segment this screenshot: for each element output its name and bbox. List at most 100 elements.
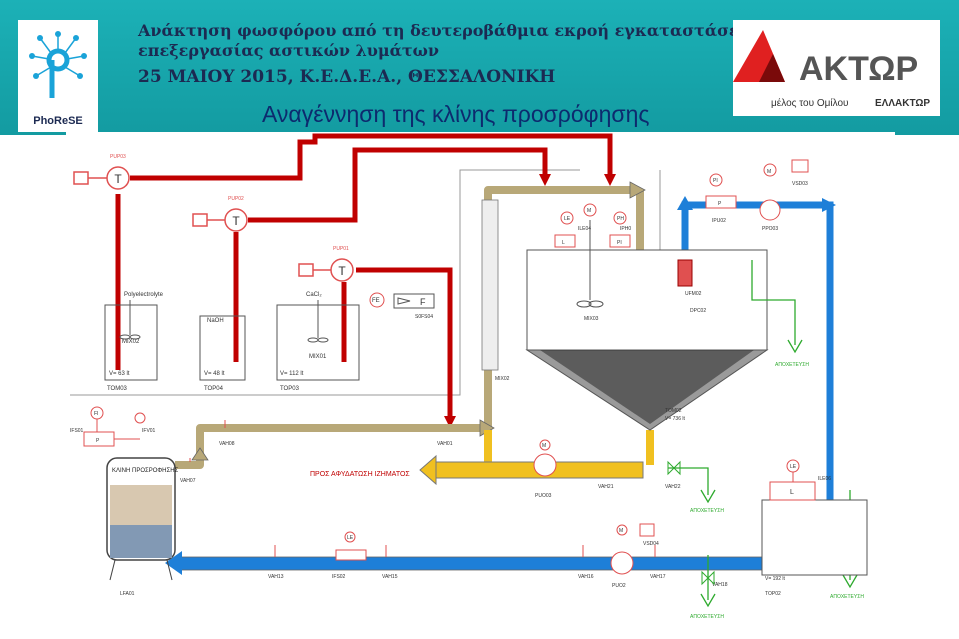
vah07-label: VAH07 <box>180 478 196 484</box>
pump-pup03[interactable] <box>73 166 130 190</box>
phorese-logo: PhoReSE <box>18 20 98 132</box>
ppo03-m: M <box>767 169 771 175</box>
top02-label: TOP02 <box>765 591 781 597</box>
top02-l: L <box>790 489 794 496</box>
tom02-volume: V= 736 lt <box>665 416 685 422</box>
aktor-sub-brand: ΕΛΛΑΚΤΩΡ <box>875 98 930 109</box>
slide-title: Αναγέννηση της κλίνης προσρόφησης <box>262 101 650 127</box>
flow-meter-f: F <box>420 297 426 307</box>
pump-pup01[interactable] <box>298 258 354 282</box>
vah18-label: VAH18 <box>712 582 728 588</box>
pup03-t: T <box>114 172 122 186</box>
drain-4-label: ΑΠΟΧΕΤΕΥΣΗ <box>830 594 864 600</box>
tom03-label: TOM03 <box>107 386 128 392</box>
le06-label: ILE06 <box>818 476 831 482</box>
fe-label: FE <box>372 298 380 304</box>
pup02-label: PUP02 <box>228 196 244 202</box>
top02-le: LE <box>790 464 797 470</box>
tank-tom03 <box>104 300 158 381</box>
ppo03-p: P <box>718 201 722 207</box>
puo03-label: PUO03 <box>535 493 552 499</box>
drain-3-label: ΑΠΟΧΕΤΕΥΣΗ <box>690 614 724 620</box>
aktor-sub-prefix: μέλος του Ομίλου <box>771 97 849 109</box>
process-diagram: T T T PUP03 PUP02 PUP01 Polyelectrolyte … <box>66 132 895 635</box>
tom02-pi: PI <box>617 240 622 246</box>
pump-pup02[interactable] <box>192 208 248 232</box>
phorese-mark-icon <box>29 31 87 98</box>
bed-fi: FI <box>94 411 98 417</box>
lsl04-label: ILE04 <box>578 226 591 232</box>
bed-p: P <box>96 438 100 444</box>
dosing-lines <box>115 133 613 420</box>
pump-ppo03[interactable] <box>705 159 809 221</box>
pup01-t: T <box>338 264 346 278</box>
lfa01-label: LFA01 <box>120 591 135 597</box>
title-line-1: Ανάκτηση φωσφόρου από τη δευτεροβάθμια ε… <box>138 21 765 40</box>
pup02-t: T <box>232 214 240 228</box>
vah21-label: VAH21 <box>598 484 614 490</box>
pump-puo2[interactable] <box>610 523 655 575</box>
tank-top03 <box>276 300 360 381</box>
bed-instruments <box>83 406 146 447</box>
ifs02-label: IFS02 <box>332 574 346 580</box>
ifv01-label: IFV01 <box>142 428 156 434</box>
dpc02-label: DPC02 <box>690 308 706 314</box>
top03-content: CaCl₂ <box>306 292 322 298</box>
valves <box>189 420 656 557</box>
aktor-triangle-icon <box>733 30 785 82</box>
vah08-label: VAH08 <box>219 441 235 447</box>
tom02-le: LE <box>564 216 571 222</box>
ufm02-label: UFM02 <box>685 291 702 297</box>
lph-label: IPH0 <box>620 226 631 232</box>
tom02-m: M <box>587 208 591 214</box>
ppo03-pi: PI <box>713 178 718 184</box>
top04-volume: V= 48 lt <box>204 371 225 377</box>
flow-sensor-ifs02 <box>335 531 367 561</box>
vah17-label: VAH17 <box>650 574 666 580</box>
tom02-ph: PH <box>617 216 624 222</box>
ipu02-label: IPU02 <box>712 218 726 224</box>
drain-1-label: ΑΠΟΧΕΤΕΥΣΗ <box>775 362 809 368</box>
vsd03-label: VSD03 <box>792 181 808 187</box>
tom02-label: TOM02 <box>665 408 682 414</box>
top04-content: NaOH <box>207 318 224 324</box>
vah15-label: VAH15 <box>382 574 398 580</box>
static-mixer: MIX02 <box>481 199 510 382</box>
vah16-label: VAH16 <box>578 574 594 580</box>
settling-tank-tom02 <box>525 203 769 431</box>
aktor-logo: ΑΚΤΩΡ μέλος του Ομίλου ΕΛΛΑΚΤΩΡ <box>733 20 940 116</box>
vah22-label: VAH22 <box>665 484 681 490</box>
pup03-label: PUP03 <box>110 154 126 160</box>
puo2-label: PUO2 <box>612 583 626 589</box>
green-valve <box>667 460 715 586</box>
tank-top02 <box>761 459 868 576</box>
date-place: 25 ΜΑΙΟΥ 2015, Κ.Ε.Δ.Ε.Α., ΘΕΣΣΑΛΟΝΙΚΗ <box>138 67 556 87</box>
phorese-logo-text: PhoReSE <box>33 115 83 127</box>
pump-puo03[interactable] <box>533 439 557 477</box>
dosing-arrowheads <box>444 174 616 428</box>
vah01-label: VAH01 <box>437 441 453 447</box>
vah13-label: VAH13 <box>268 574 284 580</box>
ifs01-label: IFS01 <box>70 428 84 434</box>
top03-volume: V= 112 lt <box>280 371 304 377</box>
adsorption-bed <box>106 457 176 581</box>
top03-label: TOP03 <box>280 386 300 392</box>
top04-label: TOP04 <box>204 386 224 392</box>
pup01-label: PUP01 <box>333 246 349 252</box>
ifs02-le: LE <box>347 535 354 541</box>
puo03-m: M <box>542 443 546 449</box>
tom02-l: L <box>562 240 565 246</box>
tom02-mixer: MIX03 <box>584 316 599 322</box>
bed-label: ΚΛΙΝΗ ΠΡΟΣΡΟΦΗΣΗΣ <box>112 468 179 474</box>
tom03-content: Polyelectrolyte <box>124 292 164 298</box>
vsd04-label: VSD04 <box>643 541 659 547</box>
frame-lines <box>70 169 661 396</box>
sludge-line <box>419 430 654 486</box>
sfs04-label: S0FS04 <box>415 314 433 320</box>
tom03-mixer: MIX02 <box>122 339 140 345</box>
tom03-volume: V= 63 lt <box>109 371 130 377</box>
title-line-2: επεξεργασίας αστικών λυμάτων <box>138 41 440 60</box>
flow-meter <box>369 292 435 309</box>
top03-mixer: MIX01 <box>309 354 327 360</box>
puo2-m: M <box>619 528 623 534</box>
